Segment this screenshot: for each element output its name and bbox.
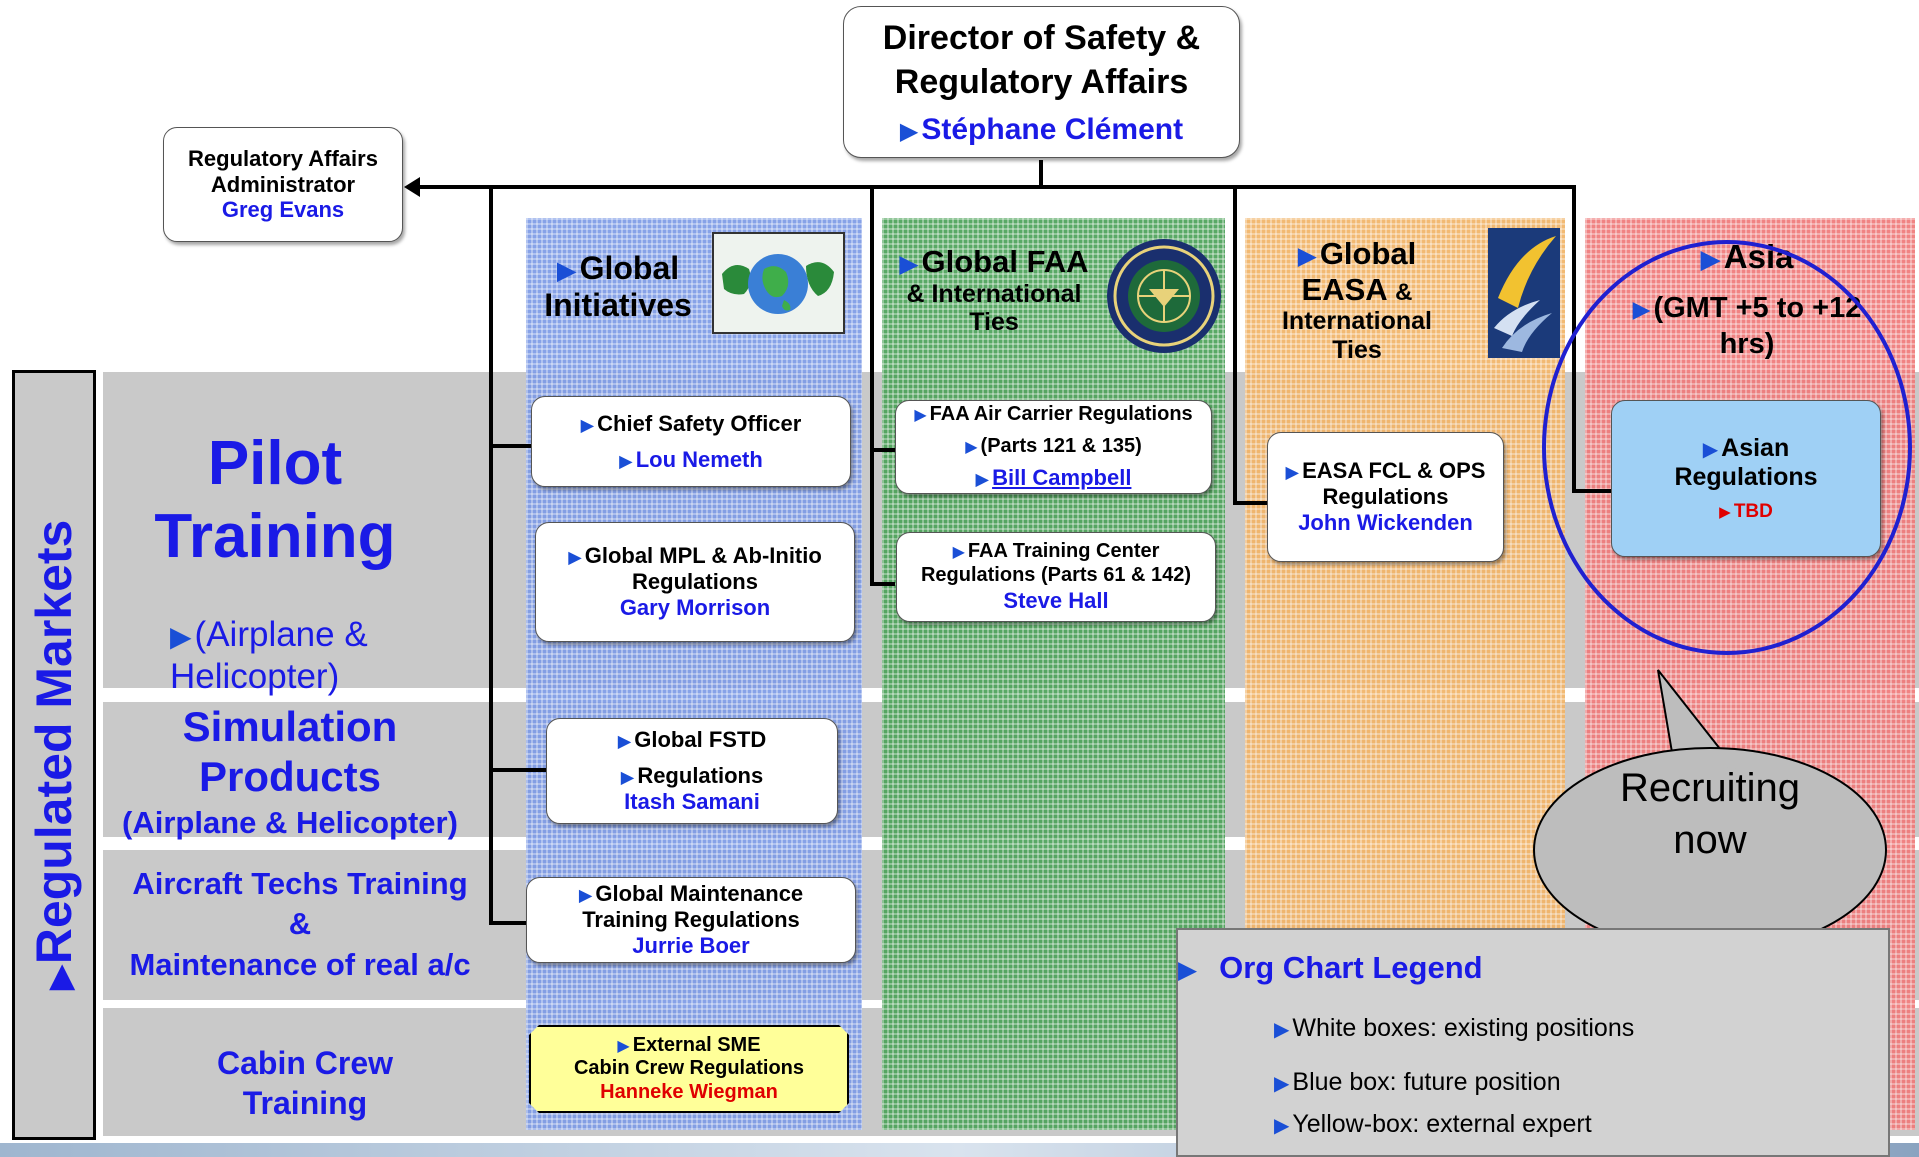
org-chart-legend: ▶Org Chart Legend ▶White boxes: existing… bbox=[1176, 928, 1890, 1157]
legend-item: ▶Blue box: future position bbox=[1274, 1068, 1561, 1096]
line-to-maint bbox=[489, 921, 528, 925]
triangle-icon: ▶ bbox=[899, 251, 919, 278]
box-chief-safety-officer: ▶Chief Safety Officer ▶Lou Nemeth bbox=[531, 396, 851, 487]
box-global-maintenance: ▶Global Maintenance Training Regulations… bbox=[526, 877, 856, 963]
administrator-name: Greg Evans bbox=[221, 197, 345, 223]
recruiting-callout-text: Recruiting now bbox=[1619, 766, 1801, 862]
market-pilot-training: Pilot Training bbox=[154, 429, 396, 572]
box-faa-air-carrier: ▶FAA Air Carrier Regulations ▶(Parts 121… bbox=[895, 400, 1212, 494]
line-easa-trunk bbox=[1233, 185, 1237, 503]
line-global-trunk bbox=[489, 185, 493, 925]
triangle-icon: ▶ bbox=[578, 885, 593, 906]
column-global-initiatives bbox=[526, 218, 862, 1130]
box-external-sme: ▶External SME Cabin Crew Regulations Han… bbox=[529, 1025, 849, 1113]
line-to-faa-ac bbox=[870, 448, 895, 452]
triangle-icon: ▶ bbox=[1274, 1019, 1290, 1041]
legend-title: ▶Org Chart Legend bbox=[1178, 950, 1483, 985]
triangle-icon: ▶ bbox=[1274, 1115, 1290, 1137]
triangle-icon: ▶ bbox=[1297, 243, 1317, 270]
market-aircraft-techs: Aircraft Techs Training & Maintenance of… bbox=[129, 866, 471, 982]
box-global-mpl: ▶Global MPL & Ab-Initio Regulations Gary… bbox=[535, 522, 855, 642]
line-faa-trunk bbox=[870, 185, 874, 585]
triangle-icon: ▶ bbox=[1178, 957, 1198, 984]
recruiting-callout-shape bbox=[1533, 669, 1887, 953]
header-global-initiatives: ▶Global Initiatives bbox=[544, 250, 692, 323]
box-global-fstd: ▶Global FSTD ▶Regulations Itash Samani bbox=[546, 718, 838, 824]
triangle-icon: ▶ bbox=[1285, 462, 1300, 483]
header-global-faa: ▶Global FAA & International Ties bbox=[899, 244, 1089, 337]
header-global-easa: ▶Global EASA & International Ties bbox=[1281, 236, 1432, 365]
administrator-title-2: Administrator bbox=[210, 171, 356, 197]
line-top-bus bbox=[410, 185, 1576, 189]
side-label: ▶Regulated Markets bbox=[26, 519, 82, 991]
triangle-icon: ▶ bbox=[965, 439, 978, 457]
triangle-icon: ▶ bbox=[617, 731, 632, 752]
faa-seal-icon bbox=[1105, 237, 1223, 355]
easa-logo-icon bbox=[1488, 228, 1560, 358]
highlight-ellipse bbox=[1542, 240, 1912, 655]
market-simulation: Simulation Products (Airplane & Helicopt… bbox=[122, 703, 458, 841]
triangle-icon: ▶ bbox=[41, 964, 79, 991]
side-label-box: ▶Regulated Markets bbox=[12, 370, 96, 1140]
triangle-icon: ▶ bbox=[1274, 1073, 1290, 1095]
world-map-icon bbox=[712, 232, 845, 334]
director-title: Director of Safety & Regulatory Affairs bbox=[882, 19, 1201, 102]
triangle-icon: ▶ bbox=[556, 257, 577, 285]
line-to-faa-tc bbox=[870, 582, 895, 586]
line-to-fstd bbox=[489, 768, 548, 772]
market-cabin-crew: Cabin Crew Training bbox=[216, 1045, 394, 1121]
triangle-icon: ▶ bbox=[619, 450, 633, 471]
triangle-icon: ▶ bbox=[620, 767, 635, 788]
triangle-icon: ▶ bbox=[952, 544, 965, 562]
administrator-title-1: Regulatory Affairs bbox=[188, 145, 378, 171]
triangle-icon: ▶ bbox=[568, 547, 582, 568]
box-faa-training-center: ▶FAA Training Center Regulations (Parts … bbox=[896, 532, 1216, 622]
director-box: Director of Safety & Regulatory Affairs … bbox=[843, 6, 1240, 158]
director-name: Stéphane Clément bbox=[921, 113, 1184, 147]
column-global-faa bbox=[882, 218, 1225, 1130]
arrow-left-icon bbox=[404, 177, 420, 197]
triangle-icon: ▶ bbox=[580, 414, 595, 435]
legend-item: ▶Yellow-box: external expert bbox=[1274, 1110, 1592, 1138]
triangle-icon: ▶ bbox=[975, 468, 990, 489]
line-to-easa bbox=[1233, 501, 1268, 505]
triangle-icon: ▶ bbox=[914, 407, 927, 425]
triangle-icon: ▶ bbox=[899, 118, 919, 146]
triangle-icon: ▶ bbox=[617, 1037, 630, 1055]
market-pilot-sub: ▶(Airplane & Helicopter) bbox=[170, 615, 368, 696]
line-director-down bbox=[1039, 160, 1043, 187]
line-to-cso bbox=[489, 444, 533, 448]
triangle-icon: ▶ bbox=[170, 621, 192, 652]
legend-item: ▶White boxes: existing positions bbox=[1274, 1014, 1635, 1042]
administrator-box: Regulatory Affairs Administrator Greg Ev… bbox=[163, 127, 403, 242]
box-easa-fcl-ops: ▶EASA FCL & OPS Regulations John Wickend… bbox=[1267, 432, 1504, 562]
